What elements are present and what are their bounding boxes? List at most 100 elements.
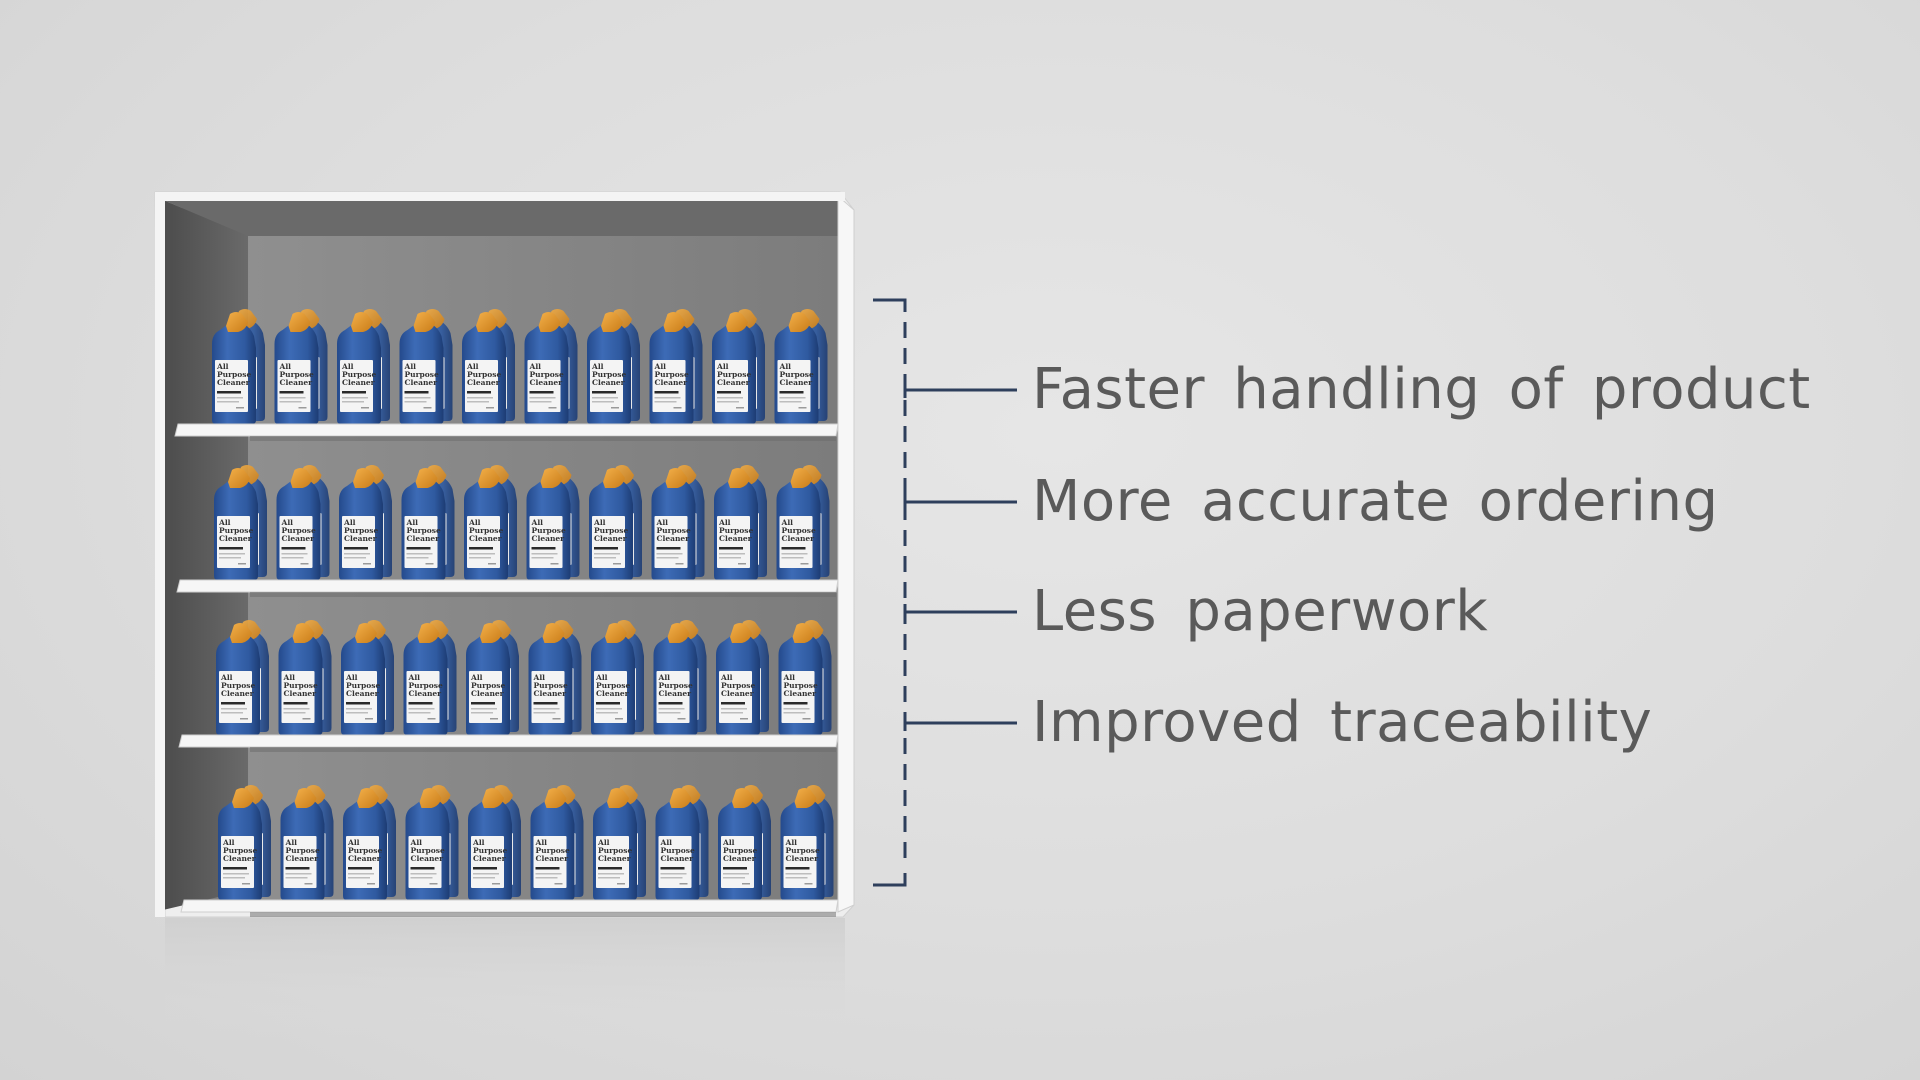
bottle-label-line: Purpose [221, 681, 256, 690]
bottle-label-fineprint [221, 708, 247, 710]
bottle-cap [351, 312, 373, 332]
bottle-label-line: Purpose [217, 370, 252, 379]
bottle-label-line: Cleaner [536, 854, 570, 863]
bottle-label-line: Purpose [784, 681, 819, 690]
bottle-label-bar [223, 867, 247, 870]
bottle-label-line: Cleaner [659, 689, 693, 698]
bottle-label-line: Purpose [657, 526, 692, 535]
bottle-label-fineprint [656, 553, 683, 555]
bottle-cap [669, 788, 692, 808]
bottle-label-line: All [656, 518, 669, 527]
bottle-label [408, 836, 442, 888]
bottle-label-fineprint [283, 712, 306, 714]
bottle-label-line: Purpose [723, 846, 758, 855]
bottle-label-line: Cleaner [409, 689, 443, 698]
bottle-label-line: All [781, 518, 794, 527]
bottle-label [779, 516, 813, 568]
bottle-label-fineprint [361, 407, 369, 409]
bottle-label-fineprint [719, 553, 745, 555]
bottle-label-fineprint [654, 397, 681, 399]
bottle-label-fineprint [429, 883, 438, 885]
bottle-label-fineprint [406, 557, 429, 559]
bottle-label-line: Cleaner [344, 534, 378, 543]
bottle-label-fineprint [740, 718, 748, 720]
bottle-label-fineprint [675, 563, 684, 565]
bottle-label-line: All [783, 673, 796, 682]
bottle-label-fineprint [304, 883, 313, 885]
bottle-label-fineprint [410, 873, 437, 875]
shelf-row: AllPurposeCleanerAllPurposeCleanerAllPur… [174, 309, 839, 441]
bottle-label-line: Purpose [282, 526, 317, 535]
bottle-label-fineprint [535, 873, 562, 875]
bottle-cap [542, 623, 565, 643]
bottle-cap [480, 623, 502, 643]
bottle-label [654, 516, 688, 568]
bottle-label-bar [344, 547, 368, 550]
bottle-label-fineprint [658, 712, 681, 714]
bottle-label-fineprint [783, 712, 806, 714]
bottle-label-line: All [343, 518, 356, 527]
bottle-cap [663, 312, 686, 332]
bottle-label-bar [346, 702, 370, 705]
bottle-cap [730, 623, 752, 643]
bottle-label-fineprint [223, 877, 245, 879]
bottle-cap [605, 623, 627, 643]
bottle-cap [794, 788, 817, 808]
bottle-label-fineprint [723, 877, 745, 879]
bottle-cap [226, 312, 248, 332]
bottle-label-fineprint [344, 557, 366, 559]
bottle-label-line: Cleaner [473, 854, 507, 863]
bottle-label-line: All [660, 838, 673, 847]
bottle-label-fineprint [592, 397, 618, 399]
bottle-label-fineprint [283, 708, 310, 710]
bottle-label [777, 360, 811, 412]
bottle-label-line: All [722, 838, 735, 847]
bottle-label-fineprint [223, 873, 249, 875]
bottle-label-bar [469, 547, 493, 550]
bottle-label-fineprint [531, 553, 558, 555]
bottle-label-fineprint [594, 557, 616, 559]
bottle-label-fineprint [348, 877, 370, 879]
bottle-label-line: Cleaner [530, 378, 564, 387]
bottle-label-fineprint [285, 877, 308, 879]
bottle-label-line: Cleaner [534, 689, 568, 698]
bottle-label-line: Purpose [411, 846, 446, 855]
bottle-label-line: All [279, 362, 292, 371]
bottle-label [279, 516, 313, 568]
shelf-board-shadow [250, 436, 836, 441]
bottle-label-bar [281, 547, 306, 550]
bottle-label-line: All [345, 673, 358, 682]
bottle-label-line: Cleaner [717, 378, 751, 387]
bottle-label [469, 671, 502, 723]
bottle-label-fineprint [423, 407, 432, 409]
bottle-cap [230, 623, 252, 643]
bottle-cap [419, 788, 442, 808]
bottle-label-fineprint [781, 557, 804, 559]
bottle-label-line: All [283, 673, 296, 682]
bottle-label-line: Purpose [721, 681, 756, 690]
bottle-label-bar [598, 867, 622, 870]
bottle-label [527, 360, 561, 412]
bottle-cap [790, 468, 813, 488]
bottle-label-line: Purpose [473, 846, 508, 855]
bottle-label-line: Purpose [344, 526, 379, 535]
bottle-label-line: All [595, 673, 608, 682]
bottle-label-line: Cleaner [405, 378, 439, 387]
bottle-label-fineprint [467, 401, 489, 403]
bottle-label-fineprint [410, 877, 433, 879]
bottle-label-line: Purpose [532, 526, 567, 535]
bottle-label-fineprint [365, 718, 373, 720]
bottle-label [215, 360, 248, 412]
bottle-label-line: Cleaner [598, 854, 632, 863]
bottle-label [340, 360, 373, 412]
